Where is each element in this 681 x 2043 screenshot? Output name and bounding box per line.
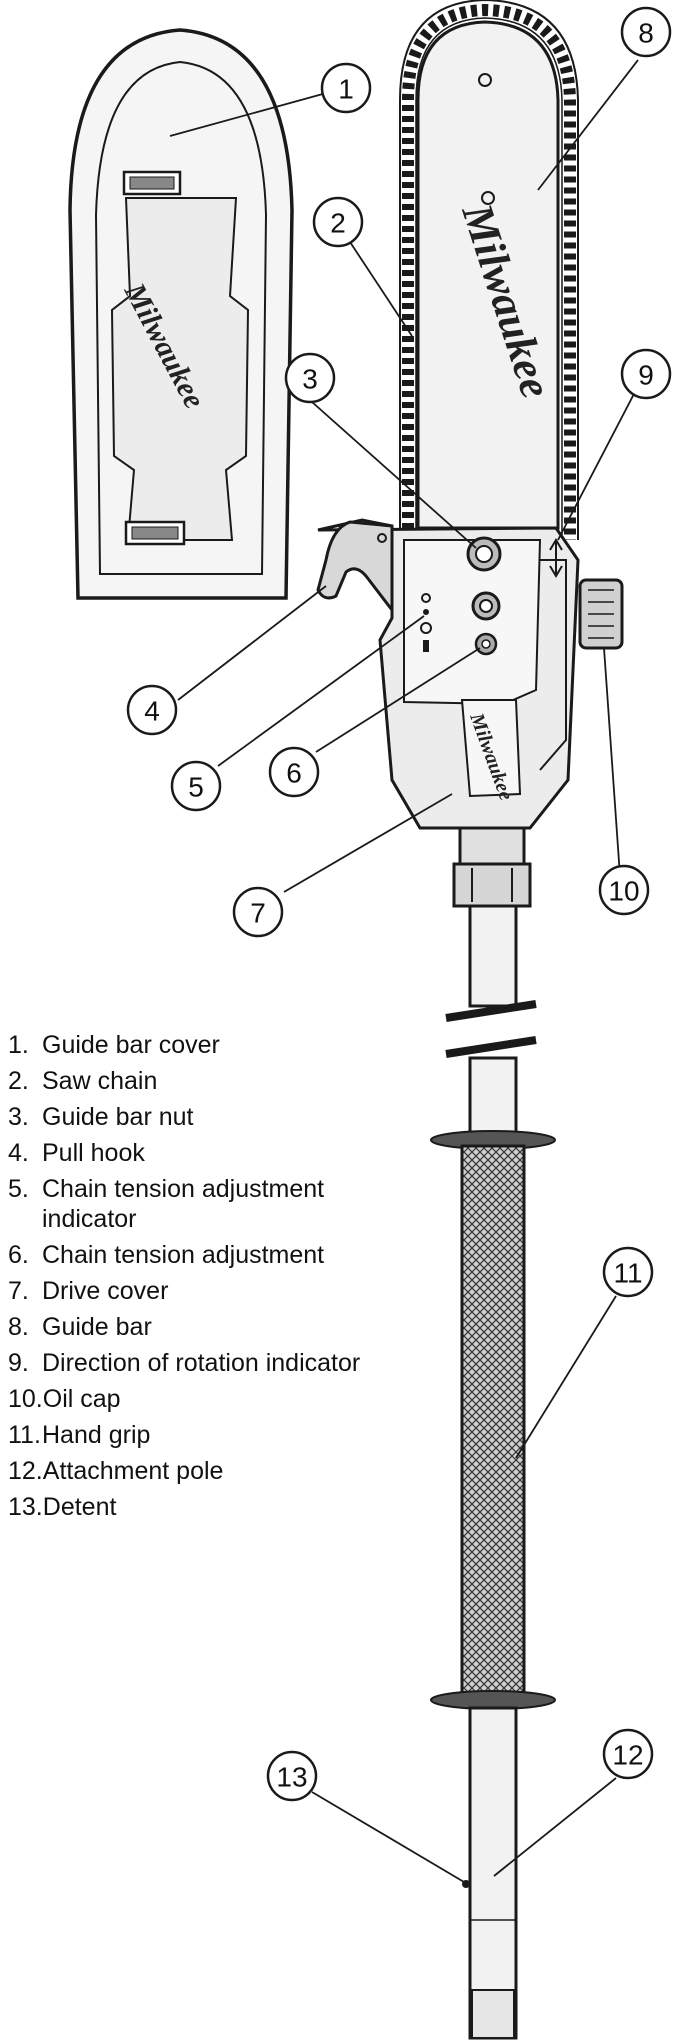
- coupler: [452, 826, 532, 908]
- svg-text:3: 3: [302, 364, 318, 395]
- callout-6: 6: [268, 746, 320, 798]
- legend-item: 7.Drive cover: [8, 1277, 169, 1305]
- attachment-pole: [468, 1706, 518, 2040]
- callout-4: 4: [126, 684, 178, 736]
- legend-item: 12.Attachment pole: [8, 1457, 224, 1485]
- svg-text:4: 4: [144, 696, 160, 727]
- svg-text:9: 9: [638, 360, 654, 391]
- legend-item: 13.Detent: [8, 1493, 117, 1521]
- leader-lines: [169, 59, 639, 1883]
- callout-7: 7: [232, 886, 284, 938]
- svg-text:10: 10: [608, 876, 639, 907]
- legend-item: 6.Chain tension adjustment: [8, 1241, 325, 1269]
- callout-2: 2: [312, 196, 364, 248]
- callout-10: 10: [598, 864, 650, 916]
- guide-bar-cover: Milwaukee: [68, 28, 294, 600]
- svg-text:7: 7: [250, 898, 266, 929]
- hand-grip: [430, 1130, 556, 1710]
- legend-item: 8.Guide bar: [8, 1313, 152, 1341]
- svg-text:1: 1: [338, 74, 354, 105]
- saw-chain: [399, 0, 579, 540]
- callout-11: 11: [602, 1246, 654, 1298]
- guide-bar: Milwaukee: [416, 20, 561, 530]
- chain-tension-adjustment: [474, 632, 498, 656]
- direction-of-rotation-indicator: [549, 538, 563, 578]
- svg-text:5: 5: [188, 772, 204, 803]
- legend-item: 2.Saw chain: [8, 1067, 158, 1095]
- svg-text:8: 8: [638, 18, 654, 49]
- oil-cap: [578, 578, 624, 650]
- legend-item: 11.Hand grip: [8, 1421, 151, 1449]
- svg-text:13: 13: [276, 1762, 307, 1793]
- callout-3: 3: [284, 352, 336, 404]
- legend-item: 5.Chain tension adjustment indicator: [8, 1175, 325, 1233]
- legend-item: 4.Pull hook: [8, 1139, 145, 1167]
- legend-item: 1.Guide bar cover: [8, 1031, 220, 1059]
- drive-cover: Milwaukee: [460, 699, 522, 803]
- svg-text:2: 2: [330, 208, 346, 239]
- parts-legend: 1.Guide bar cover 2.Saw chain 3.Guide ba…: [8, 1027, 438, 1525]
- callout-12: 12: [602, 1728, 654, 1780]
- callout-13: 13: [266, 1750, 318, 1802]
- callout-1: 1: [320, 62, 372, 114]
- legend-item: 10.Oil cap: [8, 1385, 121, 1413]
- guide-bar-nut: [466, 536, 502, 572]
- upper-shaft: [445, 904, 537, 1140]
- legend-item: 3.Guide bar nut: [8, 1103, 194, 1131]
- svg-text:6: 6: [286, 758, 302, 789]
- svg-text:12: 12: [612, 1740, 643, 1771]
- callout-5: 5: [170, 760, 222, 812]
- pull-hook: [316, 520, 394, 615]
- callout-8: 8: [620, 6, 672, 58]
- callout-9: 9: [620, 348, 672, 400]
- chain-tension-adjustment-indicator: [420, 593, 432, 652]
- svg-text:11: 11: [613, 1258, 642, 1289]
- legend-item: 9.Direction of rotation indicator: [8, 1349, 361, 1377]
- second-nut: [471, 591, 501, 621]
